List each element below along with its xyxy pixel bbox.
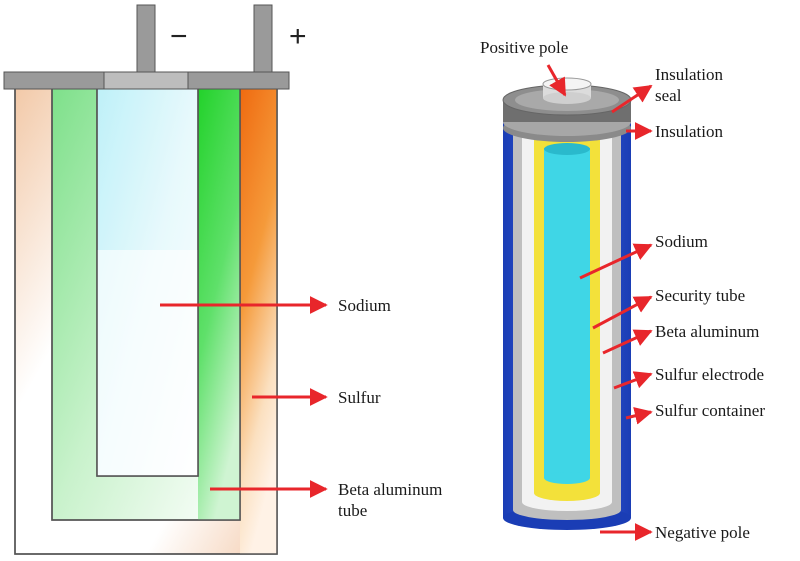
label-beta-tube-line1: Beta aluminum: [338, 480, 442, 499]
negative-terminal: [136, 4, 156, 73]
right-cell: Positive pole Insulation seal Insulation…: [480, 38, 765, 542]
sodium-arrow-right: [579, 243, 653, 280]
sodium-core: [544, 148, 590, 478]
positive-terminal: [253, 4, 273, 73]
left-cell: − + Sodium Sulfur Beta aluminum tube: [3, 4, 442, 555]
label-sulfur-left: Sulfur: [338, 388, 381, 407]
label-sodium-right: Sodium: [655, 232, 708, 251]
label-insulation-seal-line2: seal: [655, 86, 682, 105]
label-insulation-seal-line1: Insulation: [655, 65, 723, 84]
sulfur-region: [240, 88, 277, 554]
label-insulation: Insulation: [655, 122, 723, 141]
label-positive-pole: Positive pole: [480, 38, 568, 57]
security-tube-arrow: [592, 295, 653, 330]
label-negative-pole: Negative pole: [655, 523, 750, 542]
label-sulfur-electrode: Sulfur electrode: [655, 365, 764, 384]
label-sodium-left: Sodium: [338, 296, 391, 315]
positive-sign: +: [289, 20, 307, 53]
negative-sign: −: [170, 20, 188, 53]
sulfur-container-arrow: [625, 407, 653, 425]
label-beta-aluminum: Beta aluminum: [655, 322, 759, 341]
label-beta-tube-line2: tube: [338, 501, 367, 520]
positive-pole-arrow: [546, 64, 567, 97]
insulation-seal-arrow: [611, 84, 653, 114]
label-sulfur-container: Sulfur container: [655, 401, 765, 420]
label-security-tube: Security tube: [655, 286, 745, 305]
beta-aluminum-arrow: [602, 329, 653, 355]
sulfur-electrode-arrow: [613, 371, 653, 390]
center-cap: [103, 71, 189, 90]
sodium-inner: [97, 250, 198, 476]
